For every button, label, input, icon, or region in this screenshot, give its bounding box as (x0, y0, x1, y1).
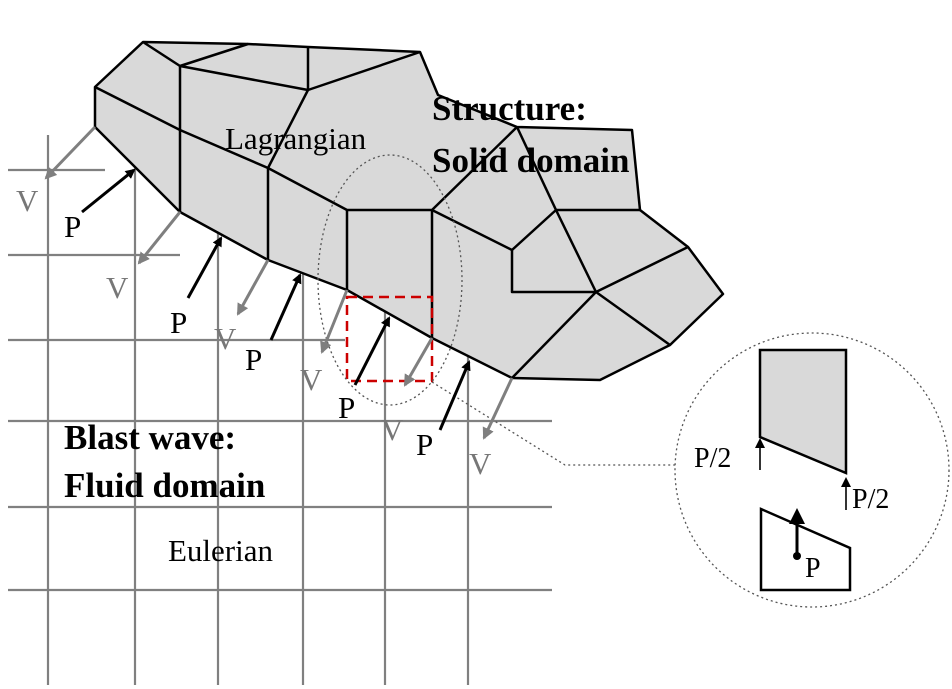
zoom-fluid-cell (759, 507, 852, 592)
pressure-point (793, 552, 801, 560)
zoom-ellipse (317, 154, 463, 406)
pressure-label: P (245, 342, 262, 377)
pressure-label: P (64, 209, 81, 244)
mesh-line (515, 126, 558, 211)
leader-line (431, 381, 690, 466)
velocity-arrow (482, 377, 514, 440)
half-pressure-label: P/2 (694, 443, 731, 474)
structure-label-line2: Solid domain (432, 141, 629, 180)
pressure-arrow (81, 168, 136, 214)
pressure-arrow (353, 316, 391, 386)
velocity-arrows (44, 125, 514, 440)
zoom-detail: P/2 P/2 P (694, 348, 889, 592)
eulerian-label: Eulerian (168, 533, 274, 568)
pressure-arrow (186, 236, 223, 299)
highlight-cell (345, 295, 434, 383)
zoom-cell (758, 348, 848, 475)
mesh-line (431, 208, 640, 252)
blast-label-line2: Fluid domain (64, 466, 265, 505)
velocity-label: V (16, 183, 39, 218)
velocity-arrow (403, 337, 434, 387)
velocity-arrow (137, 211, 182, 265)
mesh-line (94, 85, 518, 212)
velocity-label: V (106, 270, 129, 305)
lagrangian-label: Lagrangian (225, 121, 367, 156)
pressure-label: P (170, 305, 187, 340)
pressure-label: P (338, 390, 355, 425)
pressure-arrow (438, 360, 471, 431)
pressure-arrows (81, 168, 471, 431)
structure-label-line1: Structure: (432, 89, 587, 128)
mesh-line (510, 245, 689, 294)
zoom-circle (674, 332, 950, 608)
velocity-label: V (469, 446, 492, 481)
eulerian-grid (8, 135, 552, 685)
velocity-label: V (214, 321, 237, 356)
velocity-label: V (381, 412, 404, 447)
pressure-label: P (416, 427, 433, 462)
blast-label-line1: Blast wave: (64, 418, 236, 457)
velocity-arrow (320, 289, 349, 354)
half-pressure-label: P/2 (852, 484, 889, 515)
velocity-arrow (44, 125, 97, 180)
lagrangian-mesh (93, 40, 725, 382)
velocity-label: V (300, 362, 323, 397)
velocity-arrow (236, 259, 270, 316)
resultant-pressure-label: P (805, 553, 821, 584)
pressure-arrow (269, 273, 302, 341)
mesh-line (511, 291, 597, 379)
mesh-line (266, 89, 310, 260)
